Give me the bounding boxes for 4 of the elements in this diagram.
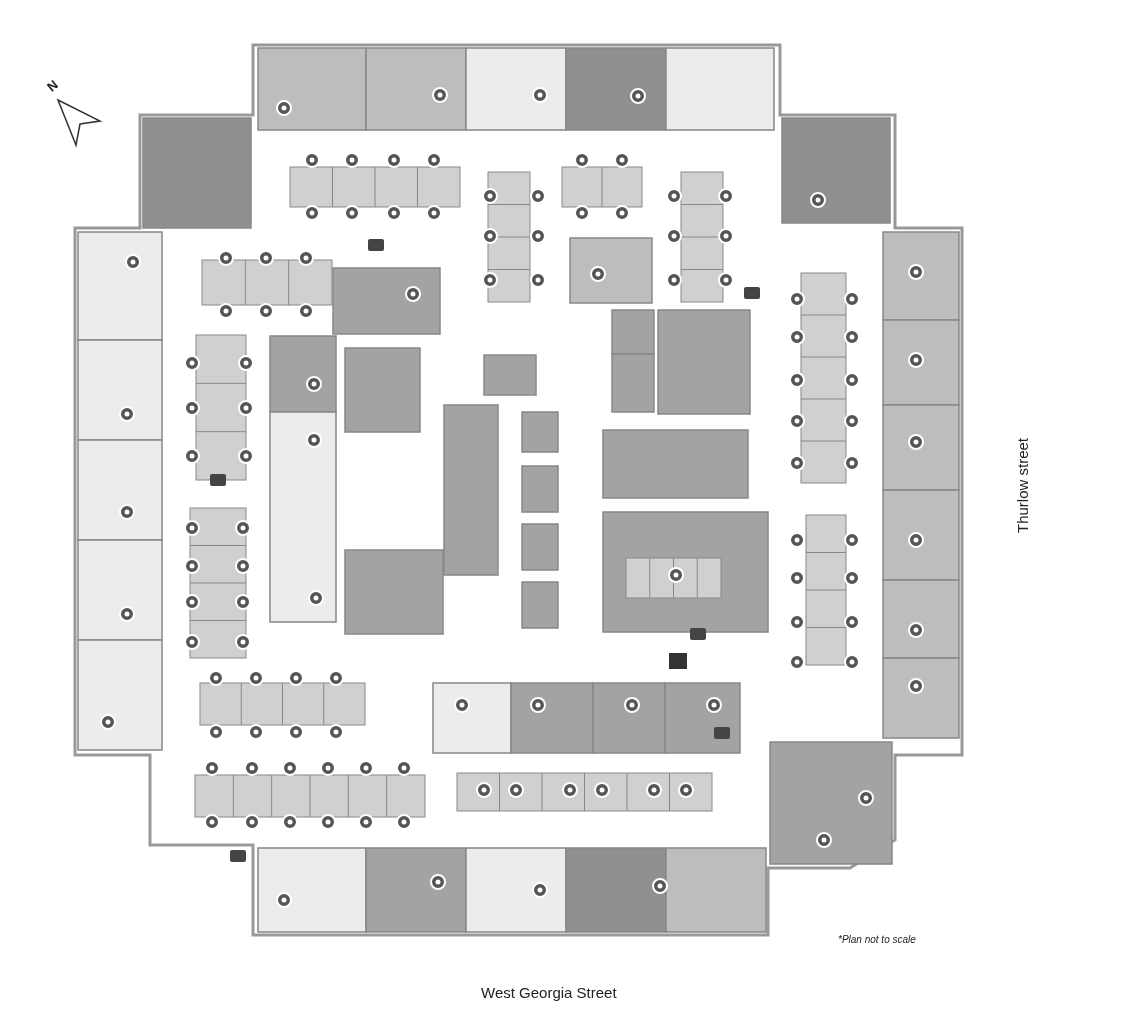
scale-note: *Plan not to scale: [838, 934, 916, 945]
street-name: West Georgia Street: [481, 984, 617, 1001]
street-name: Thurlow street: [1014, 438, 1031, 533]
north-label: N: [44, 76, 61, 95]
